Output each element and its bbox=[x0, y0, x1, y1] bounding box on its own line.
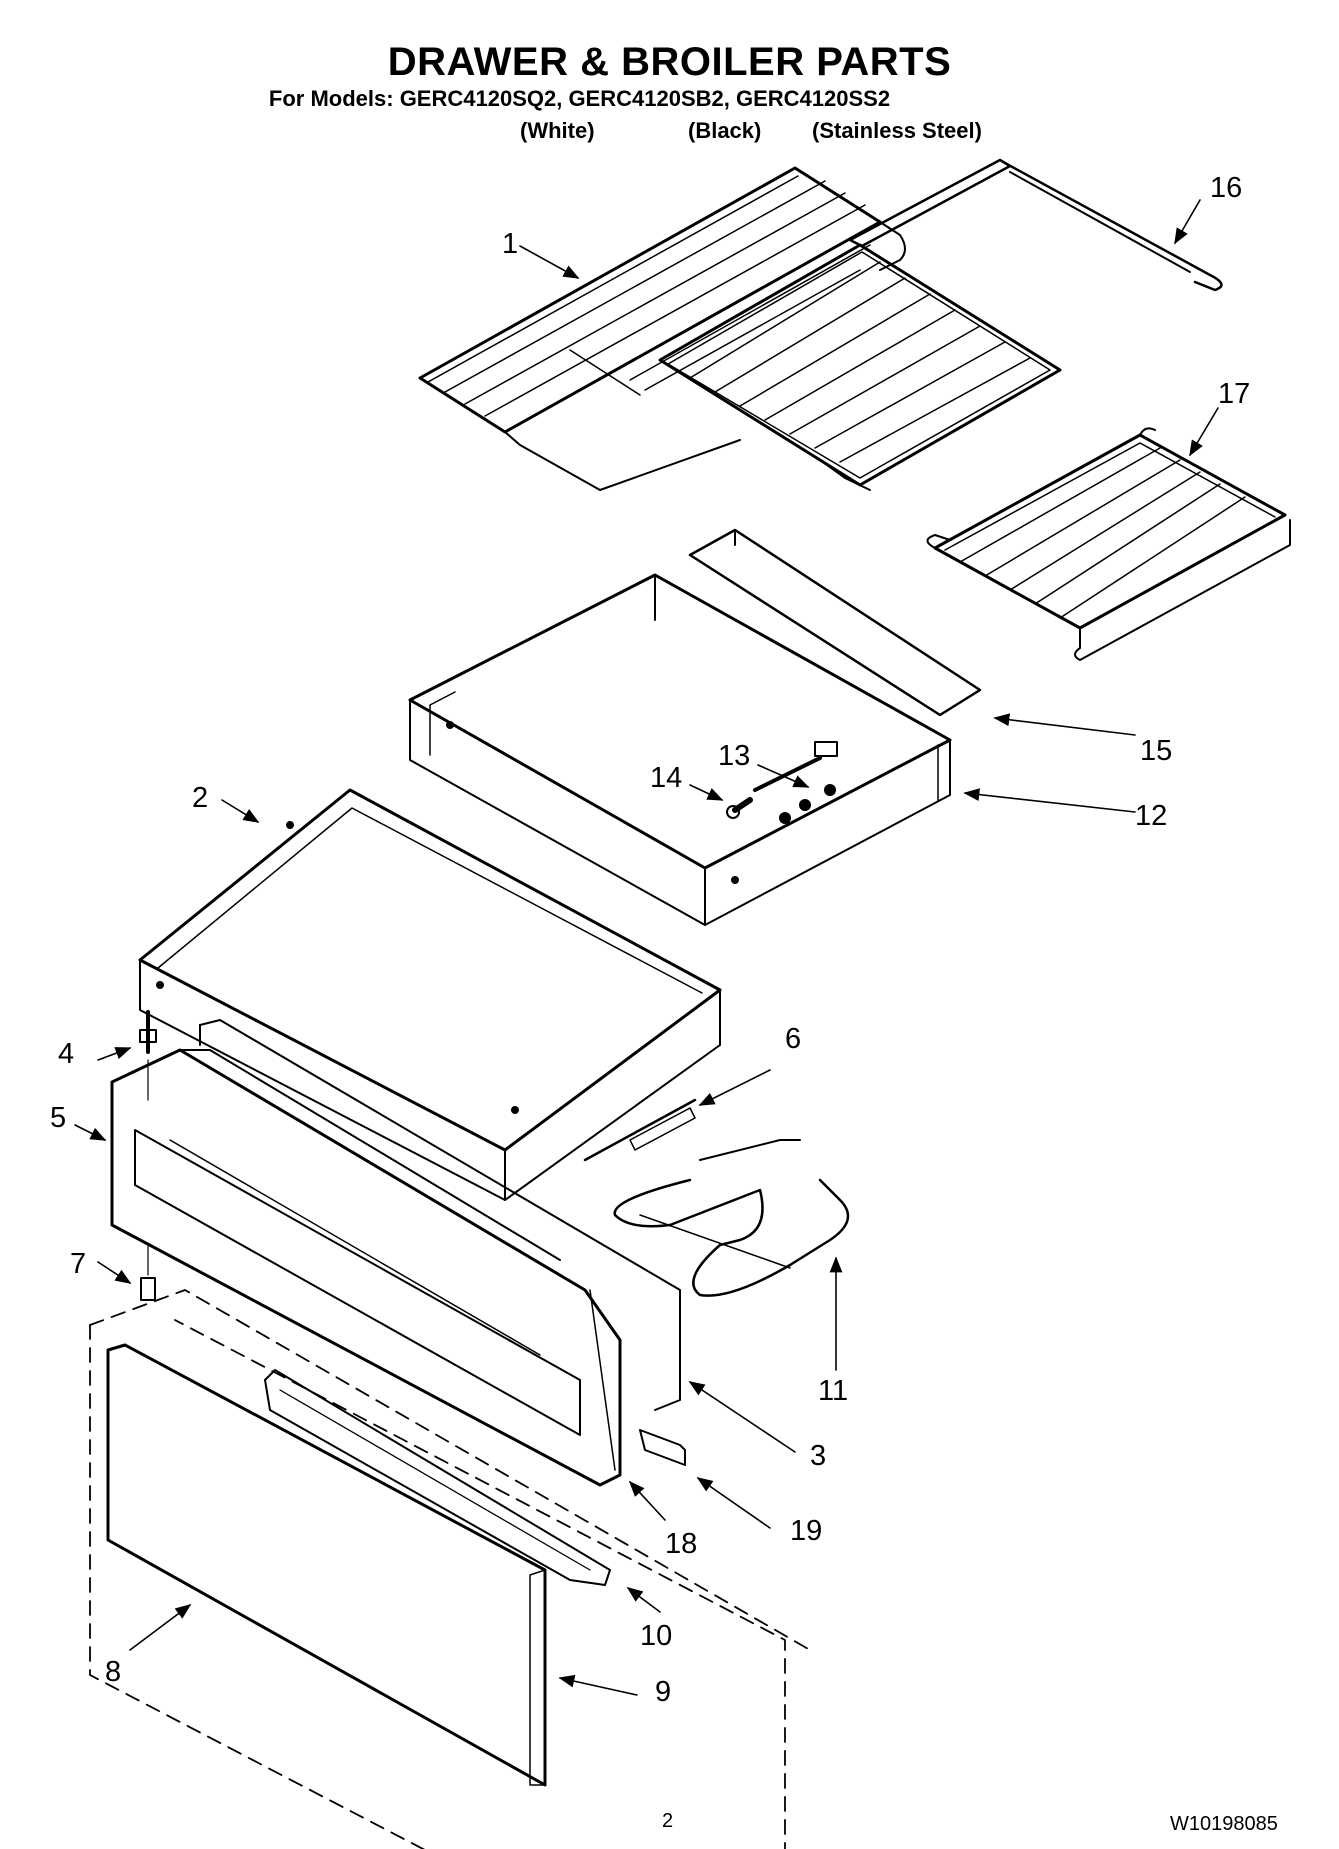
igniter-part bbox=[753, 741, 838, 792]
handle-part bbox=[264, 1369, 611, 1586]
oven-rack-front-part bbox=[658, 243, 1062, 491]
drawer-frame-part bbox=[110, 1048, 622, 1487]
callout-1: 1 bbox=[502, 228, 519, 260]
callout-4: 4 bbox=[58, 1038, 75, 1070]
callout-7: 7 bbox=[70, 1248, 87, 1280]
callout-5: 5 bbox=[50, 1102, 67, 1134]
broiler-rack-part bbox=[926, 427, 1291, 661]
screw-part bbox=[726, 797, 753, 819]
drawer-back-panel-part bbox=[199, 1019, 681, 1411]
callout-6: 6 bbox=[785, 1023, 802, 1055]
oven-rack-large-part bbox=[418, 166, 906, 491]
page-number: 2 bbox=[662, 1810, 674, 1832]
callout-17: 17 bbox=[1218, 378, 1251, 410]
callout-11: 11 bbox=[818, 1375, 849, 1407]
page-title: DRAWER & BROILER PARTS bbox=[387, 40, 952, 84]
callout-15: 15 bbox=[1140, 735, 1173, 767]
rack-rail-part bbox=[848, 158, 1223, 292]
screw-lower-part bbox=[140, 1244, 156, 1301]
callout-16: 16 bbox=[1210, 172, 1243, 204]
variant-white: (White) bbox=[520, 118, 595, 143]
document-number: W10198085 bbox=[1170, 1813, 1278, 1835]
bracket-part bbox=[583, 1098, 697, 1162]
callout-13: 13 bbox=[718, 740, 751, 772]
leader-arrows bbox=[74, 199, 1219, 1696]
clip-part bbox=[639, 1429, 686, 1466]
callout-18: 18 bbox=[665, 1528, 698, 1560]
drawer-front-panel-part bbox=[106, 1343, 547, 1787]
callout-3: 3 bbox=[810, 1440, 827, 1472]
callout-9: 9 bbox=[655, 1676, 672, 1708]
broil-element-part bbox=[613, 1139, 850, 1297]
callout-8: 8 bbox=[105, 1656, 122, 1688]
shield-panel-part bbox=[688, 528, 982, 717]
callout-14: 14 bbox=[650, 762, 683, 794]
callout-10: 10 bbox=[640, 1620, 673, 1652]
stud-part bbox=[139, 1010, 157, 1101]
callout-12: 12 bbox=[1135, 800, 1168, 832]
broiler-housing-part bbox=[408, 573, 952, 926]
callout-2: 2 bbox=[192, 782, 209, 814]
variant-stainless: (Stainless Steel) bbox=[812, 118, 982, 143]
callout-19: 19 bbox=[790, 1515, 823, 1547]
broiler-pan-part bbox=[138, 788, 722, 1201]
drawer-assembly-outline bbox=[89, 1289, 811, 1849]
models-line: For Models: GERC4120SQ2, GERC4120SB2, GE… bbox=[268, 86, 891, 111]
variant-black: (Black) bbox=[688, 118, 762, 143]
